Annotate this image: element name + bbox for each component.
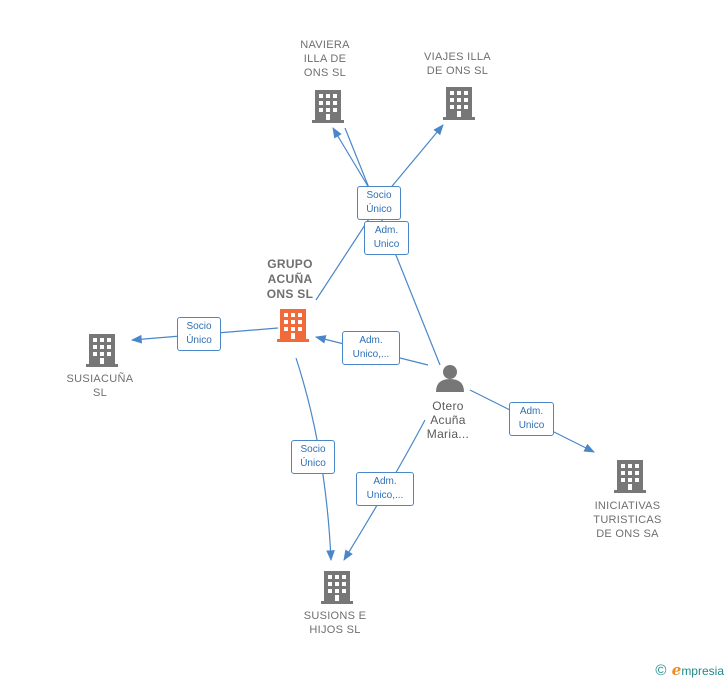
node-label-susions[interactable]: SUSIONS E HIJOS SL: [303, 610, 367, 636]
edge-label-otero-susions: Adm. Unico,...: [356, 472, 414, 506]
edge-label-grupo-susiacuna: Socio Único: [177, 317, 221, 351]
edge-label-otero-naviera: Adm. Unico: [364, 221, 409, 255]
person-icon: [436, 365, 464, 392]
building-icon: [86, 334, 118, 367]
building-icon: [321, 571, 353, 604]
node-label-naviera[interactable]: NAVIERA ILLA DE ONS SL: [300, 39, 350, 79]
node-label-grupo[interactable]: GRUPO ACUÑA ONS SL: [266, 257, 314, 301]
node-label-otero[interactable]: Otero Acuña Maria...: [426, 399, 470, 441]
building-icon: [443, 87, 475, 120]
node-label-viajes[interactable]: VIAJES ILLA DE ONS SL: [424, 51, 491, 77]
building-icon: [312, 90, 344, 123]
node-label-iniciativas[interactable]: INICIATIVAS TURISTICAS DE ONS SA: [593, 500, 662, 540]
brand-footer[interactable]: © empresia: [655, 661, 724, 679]
copyright-icon: ©: [655, 662, 667, 679]
edge-label-grupo-susions: Socio Único: [291, 440, 335, 474]
edge-grupo-naviera: [315, 204, 379, 301]
brand-logo-initial: e: [671, 661, 682, 679]
building-icon: [614, 460, 646, 493]
edge-label-otero-grupo: Adm. Unico,...: [342, 331, 400, 365]
edge-label-otero-iniciativas: Adm. Unico: [509, 402, 554, 436]
building-icon: [277, 309, 309, 342]
brand-name: mpresia: [681, 664, 724, 678]
edge-label-grupo-naviera-viajes: Socio Único: [357, 186, 401, 220]
node-label-susiacuna[interactable]: SUSIACUÑA SL: [66, 373, 134, 399]
